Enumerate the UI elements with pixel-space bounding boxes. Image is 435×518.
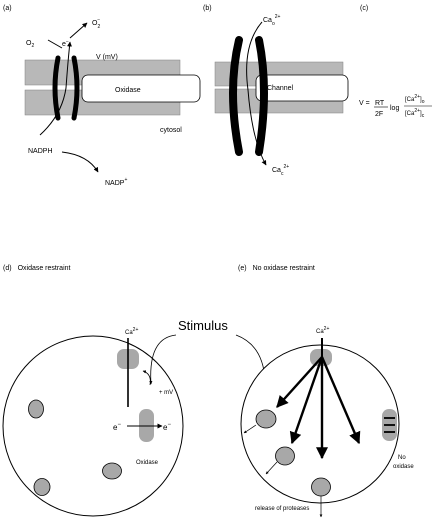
- ca-in-label: Cac2+: [272, 164, 289, 177]
- eq-rt: RT: [375, 100, 385, 107]
- channel-label: Channel: [267, 85, 294, 92]
- nadp-label: NADP+: [105, 177, 127, 187]
- electron-path: [39, 41, 72, 136]
- panel-c-equation: V = RT 2F log [Ca2+]o [Ca2+]c: [359, 94, 432, 119]
- channel-box: [255, 74, 349, 102]
- stimulus-label: Stimulus: [178, 318, 228, 333]
- stimulus-arrow-d: [149, 334, 177, 385]
- calcium-wave-arrow-4: [320, 356, 361, 445]
- superoxide-arrow: [69, 22, 88, 39]
- cell-d: [2, 335, 184, 517]
- protease-release-arrow-1: [243, 424, 257, 434]
- protein-right-a: [71, 55, 80, 121]
- calcium-influx-arrow: [246, 21, 267, 166]
- panel-label-c: (c): [360, 5, 368, 12]
- granule-d-3: [102, 462, 122, 480]
- panel-b: Channel Cao2+ Cac2+: [214, 14, 349, 177]
- granule-e-3: [311, 477, 331, 497]
- superoxide-label: O2−: [92, 17, 100, 30]
- calcium-wave-arrow-2: [289, 356, 324, 445]
- voltage-label: V (mV): [96, 54, 118, 61]
- no-oxidase-label-1: No: [398, 455, 406, 461]
- granule-d-2: [33, 478, 51, 496]
- electron-label-a: e−: [62, 39, 69, 48]
- panel-label-d: (d)Oxidase restraint: [3, 265, 71, 272]
- panel-e: Ca2+ No oxidase release of proteases: [240, 326, 414, 518]
- electron-right-d: e−: [163, 422, 171, 432]
- ca-label-e: Ca2+: [316, 326, 329, 335]
- eq-v: V =: [359, 100, 370, 107]
- nadp-arrow: [61, 151, 99, 173]
- eq-2f: 2F: [375, 111, 383, 118]
- panel-a: Oxidase O2 e− O2− V (mV) cytosol NADPH N…: [24, 17, 201, 187]
- oxidase-label-d: Oxidase: [136, 460, 159, 466]
- ca-out-label: Cao2+: [263, 14, 281, 27]
- o2-line: [47, 39, 63, 49]
- electron-left-d: e−: [113, 422, 121, 432]
- nadph-label: NADPH: [28, 148, 53, 155]
- oxidase-box: [81, 74, 201, 103]
- eq-numerator: [Ca2+]o: [405, 94, 425, 105]
- panel-label-a: (a): [3, 5, 12, 12]
- ca-label-d: Ca2+: [125, 327, 138, 336]
- eq-denominator: [Ca2+]c: [405, 108, 425, 119]
- protease-release-arrow-2: [265, 461, 278, 475]
- channel-protein-right: [255, 36, 268, 156]
- o2-label: O2: [26, 40, 34, 49]
- mv-label: + mV: [159, 390, 173, 396]
- release-proteases-label: release of proteases: [255, 506, 309, 512]
- eq-log: log: [390, 105, 399, 112]
- no-oxidase-label-2: oxidase: [393, 464, 414, 470]
- panel-label-e: (e)No oxidase restraint: [238, 265, 315, 272]
- granule-e-2: [275, 446, 295, 466]
- panel-d: + mV Ca2+ e− e− Oxidase: [2, 327, 184, 517]
- oxidase-label-a: Oxidase: [115, 87, 141, 94]
- channel-protein-left: [229, 36, 243, 156]
- granule-d-1: [28, 399, 44, 419]
- calcium-wave-arrow-1: [276, 356, 323, 408]
- panel-label-b: (b): [203, 5, 212, 12]
- granule-e-1: [255, 409, 277, 429]
- protein-left-a: [52, 55, 61, 121]
- cytosol-label: cytosol: [160, 127, 182, 134]
